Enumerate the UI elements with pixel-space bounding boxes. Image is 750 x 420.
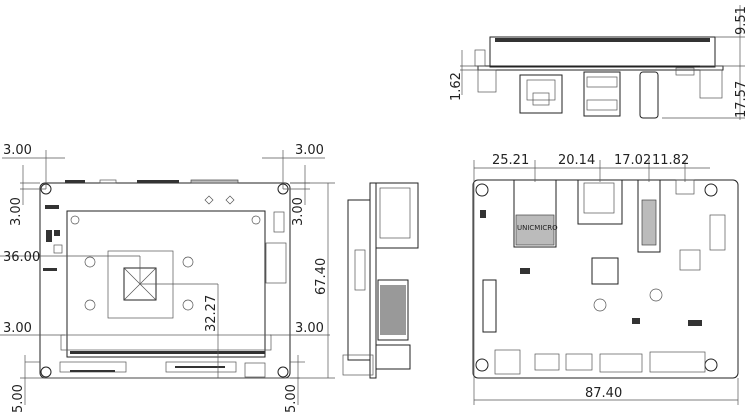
dim-height: 67.40 xyxy=(314,258,329,295)
dim-width: 87.40 xyxy=(585,386,622,401)
dim-top-left-h: 3.00 xyxy=(3,143,32,158)
dim-bottom-height: 17.57 xyxy=(734,81,749,118)
cpu-package xyxy=(107,250,174,319)
dim-cpu-x: 36.00 xyxy=(3,250,40,265)
pcb-edge xyxy=(477,65,724,71)
dim-port1: 25.21 xyxy=(492,153,529,168)
top-view: UNICMICRO 25.21 20.14 17.02 11.82 87.40 xyxy=(472,153,739,405)
hdmi-port xyxy=(639,71,659,119)
dim-port4: 11.82 xyxy=(652,153,689,168)
memory-module xyxy=(66,210,266,358)
front-view: 9.51 1.62 17.57 xyxy=(449,5,749,120)
dim-bottom-right-v: 5.00 xyxy=(284,384,299,413)
bottom-view: 3.00 3.00 36.00 3.00 5.00 32.27 3.00 3.0… xyxy=(0,143,335,413)
dim-bottom-right-h: 3.00 xyxy=(295,321,324,336)
board-outline xyxy=(39,182,291,379)
dim-port3: 17.02 xyxy=(614,153,651,168)
dim-top-left-v: 3.00 xyxy=(9,197,24,226)
usb-port xyxy=(577,179,623,225)
mounting-hole xyxy=(277,366,289,378)
dim-bottom-left-h: 3.00 xyxy=(3,321,32,336)
dim-cpu-y: 32.27 xyxy=(204,295,219,332)
dim-port2: 20.14 xyxy=(558,153,595,168)
usb-port xyxy=(583,71,621,117)
board-outline xyxy=(472,179,739,379)
dim-top-right-h: 3.00 xyxy=(295,143,324,158)
side-view: 67.40 xyxy=(314,182,419,379)
dim-bottom-left-v: 5.00 xyxy=(11,384,26,413)
dim-top-height: 9.51 xyxy=(734,6,749,35)
micro-usb-port xyxy=(675,67,695,76)
mounting-hole xyxy=(40,366,52,378)
ethernet-port xyxy=(519,74,563,114)
dim-top-right-v: 3.00 xyxy=(291,197,306,226)
chip-label: UNICMICRO xyxy=(517,224,558,232)
dim-pcb-thickness: 1.62 xyxy=(449,72,464,101)
